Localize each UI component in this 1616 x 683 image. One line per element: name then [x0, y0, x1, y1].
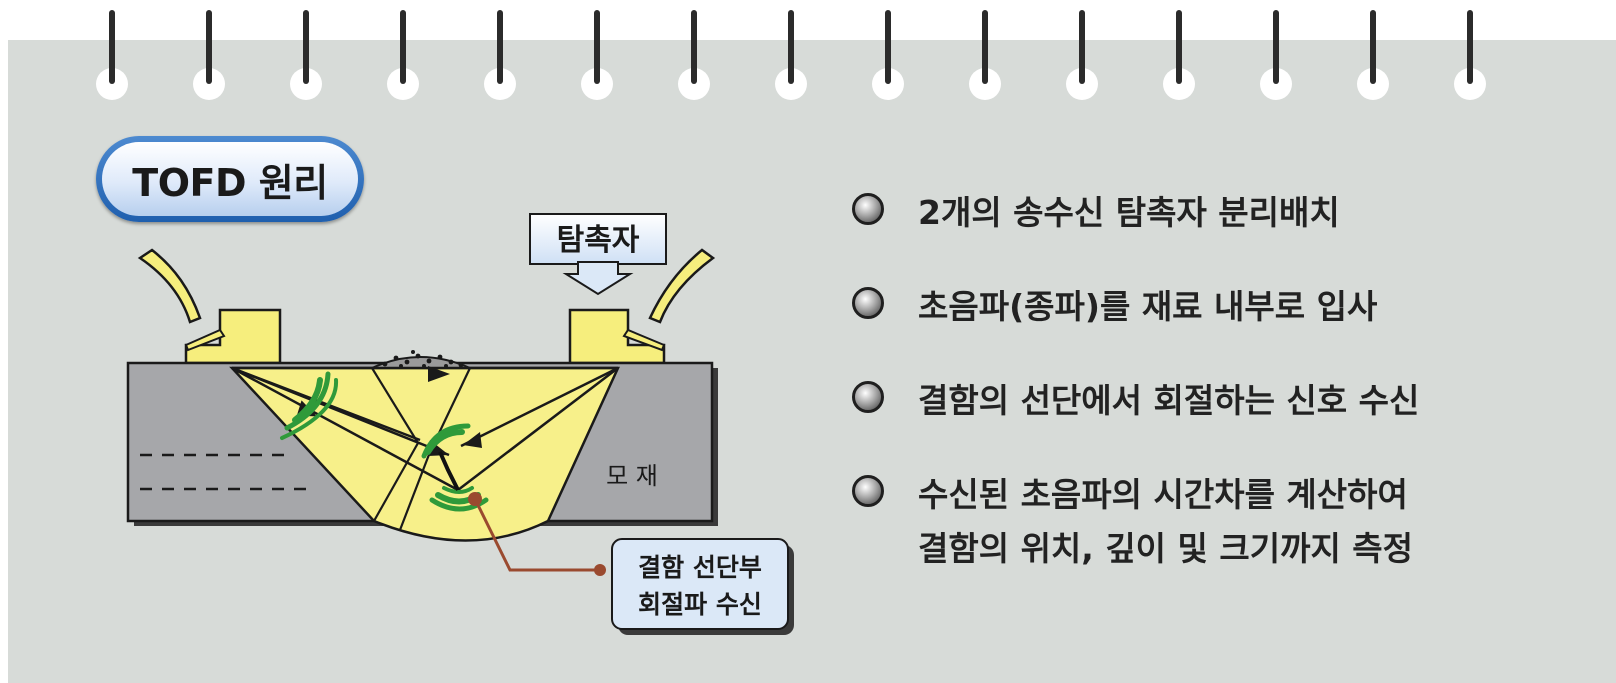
defect-tip-label-line1: 결함 선단부 [638, 553, 762, 582]
defect-crack [438, 451, 460, 491]
title-badge: TOFD 원리 [96, 136, 364, 222]
base-metal-label: 모 재 [606, 462, 658, 490]
bullet-sphere-icon [852, 287, 884, 319]
bullet-text: 초음파(종파)를 재료 내부로 입사 [918, 287, 1378, 326]
page-title: TOFD 원리 [132, 160, 328, 205]
left-probe [184, 308, 282, 365]
ultrasonic-ray-paths [231, 366, 619, 492]
defect-leader-line [473, 498, 600, 572]
binding-ring [96, 10, 128, 100]
bullet-item: 초음파(종파)를 재료 내부로 입사 [852, 280, 1572, 334]
binding-ring [1066, 10, 1098, 100]
binding-ring [872, 10, 904, 100]
defect-leader-dot [468, 492, 482, 506]
bullet-sphere-icon [852, 193, 884, 225]
left-probe-cable [137, 248, 202, 324]
binding-ring [678, 10, 710, 100]
binding-ring [484, 10, 516, 100]
binding-ring [387, 10, 419, 100]
bullet-item: 2개의 송수신 탐촉자 분리배치 [852, 186, 1572, 240]
defect-tip-wavefront-icon [421, 423, 489, 512]
principle-bullet-list: 2개의 송수신 탐촉자 분리배치 초음파(종파)를 재료 내부로 입사 결함의 … [852, 186, 1572, 576]
bullet-item: 수신된 초음파의 시간차를 계산하여 결함의 위치, 깊이 및 크기까지 측정 [852, 468, 1572, 576]
binding-ring [1357, 10, 1389, 100]
binding-ring [581, 10, 613, 100]
right-probe-cable [648, 248, 716, 324]
binding-ring [775, 10, 807, 100]
bullet-sphere-icon [852, 475, 884, 507]
bullet-sphere-icon [852, 381, 884, 413]
defect-tip-callout: 결함 선단부 회절파 수신 [611, 538, 794, 635]
probe-label: 탐촉자 [557, 223, 640, 258]
defect-tip-label-line2: 회절파 수신 [638, 590, 762, 619]
binding-ring [290, 10, 322, 100]
bullet-item: 결함의 선단에서 회절하는 신호 수신 [852, 374, 1572, 428]
binding-ring [193, 10, 225, 100]
binding-ring [1260, 10, 1292, 100]
binding-rings [96, 10, 1486, 100]
binding-ring [969, 10, 1001, 100]
binding-ring [1454, 10, 1486, 100]
bullet-text: 2개의 송수신 탐촉자 분리배치 [918, 193, 1340, 232]
binding-ring [1163, 10, 1195, 100]
diffraction-wavefront-icon [280, 371, 339, 440]
title-badge-inner: TOFD 원리 [102, 142, 358, 216]
bullet-text: 결함의 선단에서 회절하는 신호 수신 [918, 381, 1420, 420]
defect-leader-dot [594, 564, 606, 576]
probe-callout: 탐촉자 [529, 213, 667, 296]
bullet-text: 수신된 초음파의 시간차를 계산하여 결함의 위치, 깊이 및 크기까지 측정 [918, 475, 1414, 568]
